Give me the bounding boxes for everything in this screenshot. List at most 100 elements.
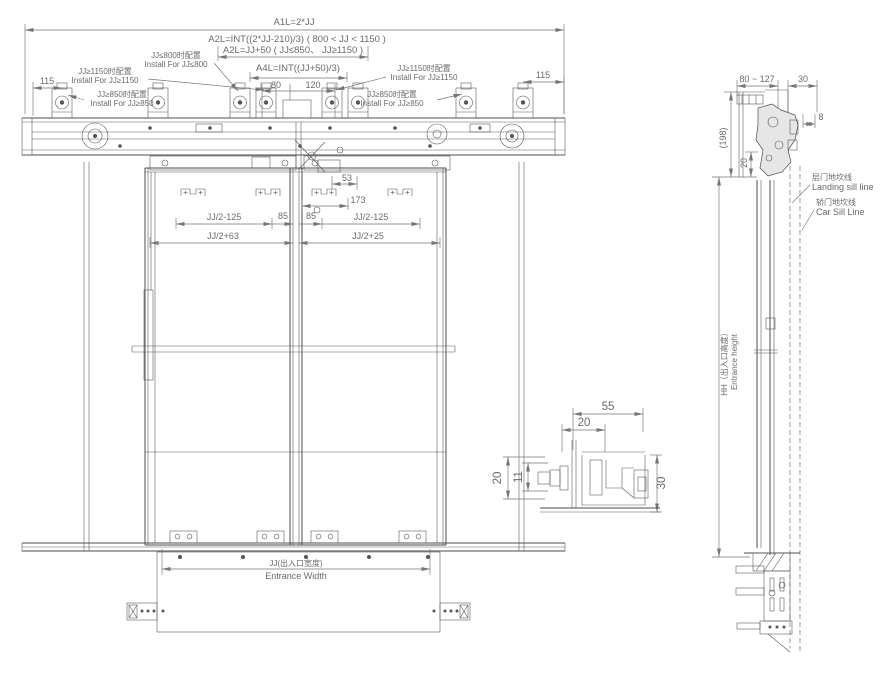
entrance-width-en: Entrance Width <box>265 571 327 581</box>
side-header-section <box>735 89 799 177</box>
door-guide-shoe <box>310 530 339 544</box>
car-sill-label-cn: 轿门地坎线 <box>816 197 856 207</box>
detail-dim-30-label: 30 <box>656 477 668 490</box>
hanger-plate-left <box>149 155 297 171</box>
center-linkage <box>294 122 344 173</box>
sill-assembly: JJ(出入口宽度) Entrance Width <box>21 530 566 633</box>
panel-tab <box>255 188 281 197</box>
dim-row-half: JJ/2+63 JJ/2+25 <box>149 231 441 248</box>
dim-115-left-label: 115 <box>40 76 54 86</box>
dim-hh-en: Entrance height <box>730 333 739 390</box>
header-beam <box>21 99 566 173</box>
motor-pulley <box>426 123 448 145</box>
dim-20-side-label: 20 <box>739 158 749 168</box>
dim-hh: HH（出入口高度） Entrance height <box>712 176 750 558</box>
sill-line-labels: 层门地坎线 Landing sill line 轿门地坎线 Car Sill L… <box>791 172 874 231</box>
note-ge1150-left-en: Install For JJ≥1150 <box>72 76 139 85</box>
detail-dim-11-label: 11 <box>513 471 525 483</box>
roller-bracket <box>455 82 477 119</box>
front-view: A1L=2*JJ A2L=INT((2*JJ-210)/3) ( 800 < J… <box>21 17 566 633</box>
apron-bracket-right <box>432 602 471 621</box>
door-panel-right <box>298 168 447 545</box>
dim-173-label: 173 <box>350 195 365 205</box>
apron-bolts <box>178 555 430 559</box>
dim-198: (198) <box>718 91 737 178</box>
dim-53: 53 <box>331 173 358 190</box>
car-sill-label-en: Car Sill Line <box>816 207 865 217</box>
note-ge1150-left: JJ≥1150时配置 Install For JJ≥1150 <box>72 66 265 92</box>
note-ge850-right-cn: JJ≥850时配置 <box>367 89 417 99</box>
detail-part <box>537 440 660 513</box>
apron-bracket-left <box>126 602 165 621</box>
bolt-dots <box>118 126 482 148</box>
dim-row-85: JJ/2-125 85 85 JJ/2-125 <box>175 211 421 229</box>
door-guide-shoe <box>256 530 285 544</box>
panel-tab <box>311 188 337 197</box>
note-le800-en: Install For JJ≤800 <box>144 60 208 69</box>
panel-tab <box>180 188 206 197</box>
right-pulley <box>499 123 525 149</box>
detail-view: 55 20 20 11 30 <box>492 401 668 513</box>
door-panels <box>83 162 525 551</box>
dim-115-left: 115 <box>32 76 63 116</box>
dim-a2l: A2L=INT((2*JJ-210)/3) ( 800 < JJ < 1150 … <box>208 34 386 61</box>
door-guide-shoe <box>169 530 198 544</box>
note-ge850-left: JJ≥850时配置 Install For JJ≥850 <box>67 89 154 108</box>
hanger-plate-right <box>303 155 451 171</box>
dim-a1l-label: A1L=2*JJ <box>274 17 315 28</box>
note-ge850-left-en: Install For JJ≥850 <box>90 99 154 108</box>
dim-a2l-formula2: A2L=JJ+50 ( JJ≤850、 JJ≥1150 ) <box>223 45 363 56</box>
dim-a2l-formula1: A2L=INT((2*JJ-210)/3) ( 800 < JJ < 1150 … <box>208 34 386 45</box>
left-pulley <box>81 122 109 150</box>
dim-20-side: 20 <box>739 151 758 178</box>
note-ge850-left-cn: JJ≥850时配置 <box>97 89 147 99</box>
note-ge1150-left-cn: JJ≥1150时配置 <box>78 66 132 76</box>
dim-30-label: 30 <box>798 74 808 84</box>
panel-tab <box>387 188 413 197</box>
note-ge850-right-en: Install For JJ≥850 <box>360 99 424 108</box>
note-le800-cn: JJ≤800时配置 <box>151 50 201 60</box>
landing-sill-label-cn: 层门地坎线 <box>812 172 852 182</box>
detail-dims: 55 20 20 11 30 <box>492 401 668 513</box>
apron-plate-section <box>763 570 791 622</box>
dim-80-120: 80 120 <box>261 80 336 118</box>
dim-198-label: (198) <box>718 127 728 148</box>
side-sill-section <box>735 552 800 653</box>
dim-hh-cn: HH（出入口高度） <box>719 328 729 396</box>
note-le800: JJ≤800时配置 Install For JJ≤800 <box>144 50 239 92</box>
side-view: 80 ~ 127 30 8 (198) <box>712 74 874 653</box>
toe-guard-apron <box>156 551 441 633</box>
dim-half-minus125-left-label: JJ/2-125 <box>207 212 242 222</box>
hanger-mechanism-section <box>755 103 799 177</box>
landing-sill-label-en: Landing sill line <box>812 182 874 192</box>
detail-dim-20h-label: 20 <box>578 417 591 429</box>
note-ge1150-right: JJ≥1150时配置 Install For JJ≥1150 <box>335 63 458 91</box>
door-panel-left <box>143 168 294 545</box>
door-guide-shoe <box>398 530 427 544</box>
dim-entrance-width: JJ(出入口宽度) Entrance Width <box>161 549 431 581</box>
dim-a4l-label: A4L=INT((JJ+50)/3) <box>256 63 340 74</box>
dim-85-right-label: 85 <box>306 211 316 221</box>
detail-dim-55-label: 55 <box>602 401 615 413</box>
dim-half-minus125-right-label: JJ/2-125 <box>354 212 389 222</box>
dim-80-127-label: 80 ~ 127 <box>739 74 774 84</box>
dim-half-plus25-label: JJ/2+25 <box>352 231 384 241</box>
dim-85-left-label: 85 <box>278 211 288 221</box>
note-ge850-right: JJ≥850时配置 Install For JJ≥850 <box>360 89 463 108</box>
note-ge1150-right-en: Install For JJ≥1150 <box>391 73 458 82</box>
dim-53-label: 53 <box>342 173 352 183</box>
side-door-panels <box>754 166 801 652</box>
roller-bracket <box>321 82 343 119</box>
dim-80-label: 80 <box>271 80 281 90</box>
dim-120-label: 120 <box>305 80 320 90</box>
dim-8-label: 8 <box>818 112 823 122</box>
dim-173: 173 <box>301 195 366 210</box>
dim-115-right: 115 <box>522 70 565 114</box>
dim-115-right-label: 115 <box>536 70 550 80</box>
note-ge1150-right-cn: JJ≥1150时配置 <box>397 63 451 73</box>
detail-dim-20v-label: 20 <box>492 472 504 485</box>
entrance-width-cn: JJ(出入口宽度) <box>269 558 323 568</box>
roller-bracket <box>512 82 534 119</box>
